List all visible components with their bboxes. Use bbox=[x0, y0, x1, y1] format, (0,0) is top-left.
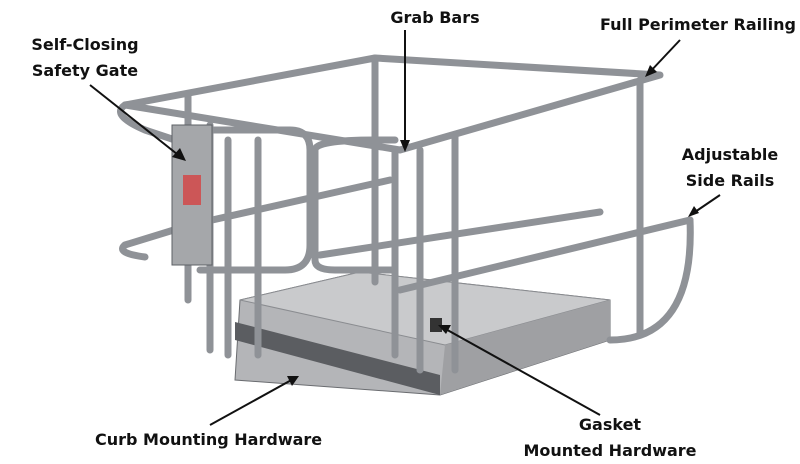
label-grab-bars: Grab Bars bbox=[390, 8, 480, 27]
label-line: Side Rails bbox=[685, 171, 775, 190]
label-line: Gasket bbox=[578, 415, 642, 434]
label-line: Adjustable bbox=[681, 145, 779, 164]
hatch-railing-illustration bbox=[89, 30, 721, 426]
label-line: Mounted Hardware bbox=[523, 441, 697, 460]
label-line: Safety Gate bbox=[31, 61, 139, 80]
label-line: Self-Closing bbox=[31, 35, 139, 54]
gasket-hardware bbox=[430, 318, 442, 332]
label-gasket-mounted-hardware: Gasket Mounted Hardware bbox=[480, 412, 740, 464]
label-self-closing-safety-gate: Self-Closing Safety Gate bbox=[20, 32, 150, 84]
callout-arrows bbox=[89, 30, 721, 426]
label-curb-mounting-hardware: Curb Mounting Hardware bbox=[95, 430, 323, 449]
warning-decal bbox=[183, 175, 201, 205]
label-adjustable-side-rails: Adjustable Side Rails bbox=[665, 142, 795, 194]
label-full-perimeter-railing: Full Perimeter Railing bbox=[600, 15, 796, 34]
